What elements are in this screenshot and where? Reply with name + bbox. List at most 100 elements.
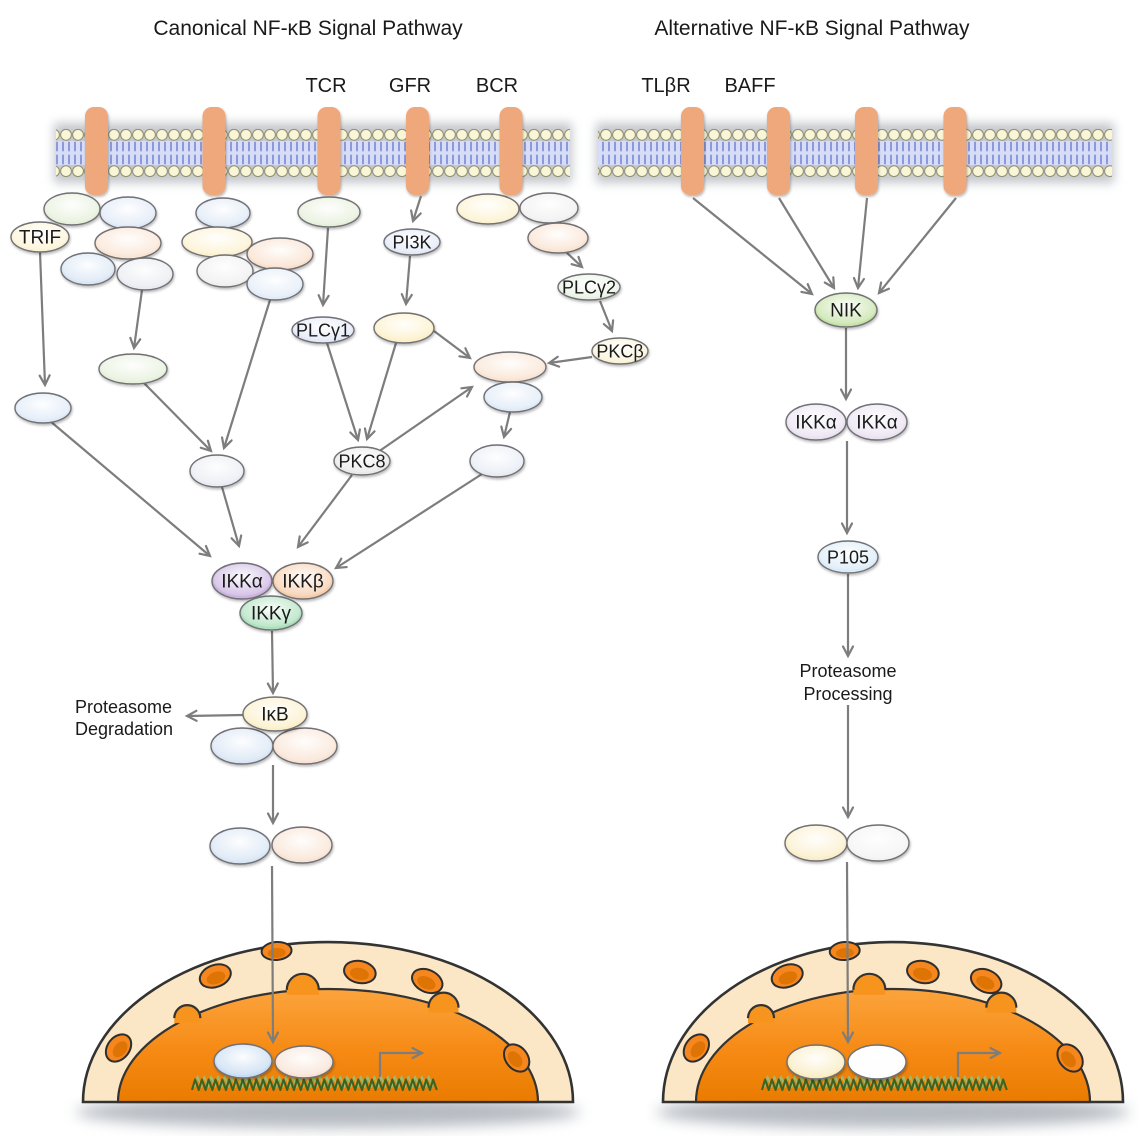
node-complex-blue-e xyxy=(483,381,543,413)
transmembrane-receptor xyxy=(943,107,967,195)
nuclear-pore-opening xyxy=(1061,1051,1076,1068)
alternative-pathway-title: Alternative NF-κB Signal Pathway xyxy=(654,17,970,40)
signal-arrow xyxy=(877,197,957,295)
transmembrane-receptor xyxy=(85,107,108,195)
nuclear-pore-opening xyxy=(206,971,226,985)
node-relb-white xyxy=(846,824,910,862)
transmembrane-receptor xyxy=(406,107,429,195)
node-ligand-blue-1b xyxy=(60,252,116,286)
signal-arrow xyxy=(546,355,593,368)
protein-oval-gloss xyxy=(472,446,522,474)
inner-membrane-bump-outline xyxy=(746,1004,776,1019)
node-ligand-gray-2 xyxy=(196,254,254,288)
protein-oval-gloss xyxy=(275,729,335,761)
signal-arrow xyxy=(500,411,513,440)
protein-label: PLCγ2 xyxy=(562,277,616,297)
protein-oval-gloss xyxy=(486,383,540,409)
protein-oval-gloss xyxy=(274,828,330,860)
transmembrane-receptor xyxy=(681,107,704,195)
node-nfkb2-blue xyxy=(209,827,271,865)
protein-label: PKC8 xyxy=(338,451,385,471)
protein-oval-gloss xyxy=(17,394,69,420)
signal-arrow xyxy=(400,255,413,307)
node-adapter-green-b xyxy=(98,353,168,385)
signal-arrow xyxy=(129,289,144,351)
protein-label: IκB xyxy=(261,705,288,726)
transmembrane-receptor xyxy=(499,107,523,195)
node-nfkb2-peach xyxy=(271,826,333,864)
nuclear-pore-opening xyxy=(976,975,995,990)
inner-membrane-bump xyxy=(428,992,459,1013)
node-nuc1-blue xyxy=(213,1043,273,1079)
node-nfkb1-peach xyxy=(272,727,338,765)
protein-label: IKKγ xyxy=(251,604,292,625)
proteasome-processing-label-line1: Proteasome xyxy=(799,661,896,681)
node-plcg2: PLCγ2 xyxy=(557,273,621,301)
signal-arrow xyxy=(852,197,869,291)
proteasome-degradation-label-line2: Degradation xyxy=(75,719,173,739)
transmembrane-receptor xyxy=(855,107,878,195)
node-ikka: IKKα xyxy=(211,562,273,600)
protein-oval-gloss xyxy=(530,224,586,250)
protein-label: PKCβ xyxy=(596,341,643,361)
protein-oval-gloss xyxy=(214,564,270,596)
nuclear-pore-opening xyxy=(112,1041,128,1058)
node-ligand-peach-1 xyxy=(94,226,162,260)
node-ikka2-right: IKKα xyxy=(846,403,908,441)
nuclear-pore-opening xyxy=(913,967,932,981)
protein-oval-gloss xyxy=(63,254,113,282)
node-ligand-peach-2 xyxy=(246,237,314,271)
node-ligand-blue-2 xyxy=(195,197,251,229)
signal-arrow xyxy=(841,861,855,1045)
protein-oval-gloss xyxy=(275,564,331,596)
signal-arrow xyxy=(433,330,472,360)
node-ikb: IκB xyxy=(242,696,308,732)
signal-arrow xyxy=(296,474,353,549)
inner-membrane-bump-outline xyxy=(285,972,320,990)
signal-arrow xyxy=(220,486,243,549)
signal-arrow xyxy=(565,251,584,269)
protein-label: IKKα xyxy=(795,413,837,434)
signal-arrow xyxy=(692,197,814,296)
protein-label: IKKβ xyxy=(282,572,324,593)
node-adapter-gray-c xyxy=(189,454,245,488)
node-ligand-yellow-bcr xyxy=(456,193,520,225)
protein-oval-gloss xyxy=(277,1047,331,1075)
dna-helix xyxy=(760,1078,1008,1092)
node-pkcb: PKCβ xyxy=(591,337,649,365)
node-ligand-blue-2b xyxy=(246,267,304,301)
node-plcg1: PLCγ1 xyxy=(291,316,355,344)
inner-membrane-bump xyxy=(174,1005,201,1024)
protein-oval-gloss xyxy=(300,198,358,224)
protein-oval-gloss xyxy=(13,223,67,249)
node-nuc2-white xyxy=(847,1044,907,1080)
node-ligand-blue-1 xyxy=(99,196,157,230)
protein-label: NIK xyxy=(830,301,862,322)
receptor-label-bcr: BCR xyxy=(476,75,518,97)
node-ligand-gray-bcr xyxy=(519,192,579,224)
proteasome-processing-label-line2: Processing xyxy=(803,684,892,704)
protein-oval-gloss xyxy=(849,826,907,858)
node-ikka2-left: IKKα xyxy=(785,403,847,441)
protein-label: P105 xyxy=(827,547,869,567)
node-ligand-peach-bcr xyxy=(527,222,589,254)
node-trif: TRIF xyxy=(10,221,70,253)
canonical-pathway-title: Canonical NF-κB Signal Pathway xyxy=(153,17,463,40)
node-adapter-yellow-mid xyxy=(373,312,435,344)
node-ligand-green-1 xyxy=(43,192,101,226)
signal-arrow xyxy=(266,865,280,1045)
signal-arrow xyxy=(184,709,244,722)
protein-oval-gloss xyxy=(245,698,305,728)
node-adapter-blue-a xyxy=(14,392,72,424)
protein-label: PI3K xyxy=(392,232,431,252)
node-complex-peach-e xyxy=(473,351,547,383)
cell-membrane xyxy=(56,128,570,178)
node-pkc8: PKC8 xyxy=(333,446,391,476)
protein-label: TRIF xyxy=(19,228,61,249)
diagram-text-layer: Canonical NF-κB Signal Pathway Alternati… xyxy=(75,17,970,739)
nuclear-pore-opening xyxy=(778,971,798,985)
node-p105: P105 xyxy=(817,540,879,574)
node-ligand-gray-1 xyxy=(116,257,174,291)
